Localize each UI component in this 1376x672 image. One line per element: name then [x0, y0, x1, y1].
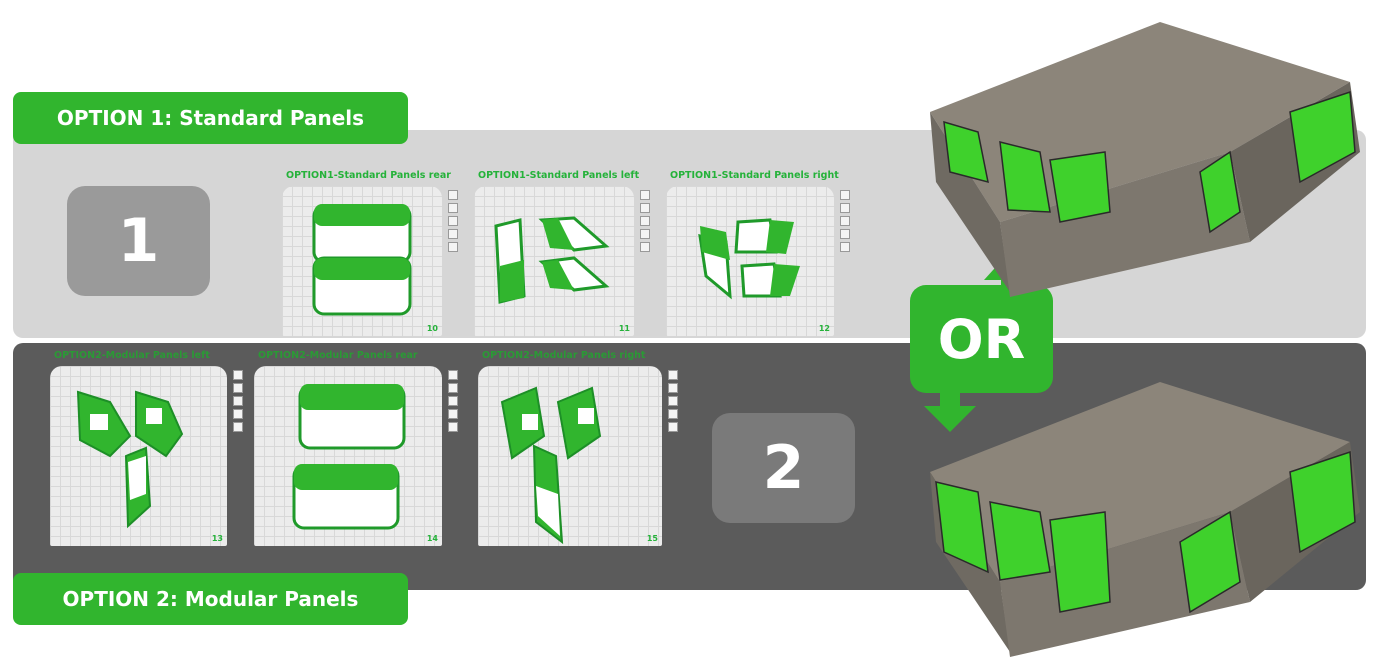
enclosure-render-standard: [930, 22, 1360, 297]
plate-index: 13: [211, 534, 223, 543]
plate-standard-right[interactable]: OPTION1-Standard Panels right 12: [656, 170, 852, 336]
plate-toolbar[interactable]: [840, 190, 850, 252]
plate-index: 14: [426, 534, 438, 543]
plate-title: OPTION1-Standard Panels left: [478, 170, 640, 181]
panels-preview: [494, 216, 610, 304]
plate-title: OPTION1-Standard Panels rear: [286, 170, 451, 181]
plate-modular-left[interactable]: OPTION2-Modular Panels left 13: [40, 350, 245, 546]
plate-toolbar[interactable]: [233, 370, 243, 432]
plate-title: OPTION1-Standard Panels right: [670, 170, 839, 181]
panels-preview: [76, 390, 184, 529]
plate-index: 12: [818, 324, 830, 333]
plate-toolbar[interactable]: [668, 370, 678, 432]
plate-toolbar[interactable]: [448, 370, 458, 432]
plate-title: OPTION2-Modular Panels rear: [258, 350, 418, 361]
plate-toolbar[interactable]: [448, 190, 458, 252]
plate-toolbar[interactable]: [640, 190, 650, 252]
plate-index: 10: [426, 324, 438, 333]
build-plate: [666, 186, 834, 336]
panels-preview: [292, 384, 406, 530]
plate-standard-left[interactable]: OPTION1-Standard Panels left 11: [464, 170, 652, 336]
or-badge: OR: [910, 285, 1053, 393]
plate-modular-rear[interactable]: OPTION2-Modular Panels rear 14: [244, 350, 460, 546]
option2-label: OPTION 2: Modular Panels: [13, 573, 408, 625]
plate-standard-rear[interactable]: OPTION1-Standard Panels rear 10: [272, 170, 460, 336]
panels-preview: [500, 386, 602, 545]
plate-index: 11: [618, 324, 630, 333]
option1-number: 1: [67, 186, 210, 296]
plate-modular-right[interactable]: OPTION2-Modular Panels right 15: [468, 350, 680, 546]
panels-preview: [312, 204, 412, 316]
plate-index: 15: [646, 534, 658, 543]
option2-number: 2: [712, 413, 855, 523]
option1-label: OPTION 1: Standard Panels: [13, 92, 408, 144]
enclosure-render-modular: [930, 382, 1360, 657]
plate-title: OPTION2-Modular Panels left: [54, 350, 210, 361]
panels-preview: [698, 218, 800, 300]
plate-title: OPTION2-Modular Panels right: [482, 350, 646, 361]
